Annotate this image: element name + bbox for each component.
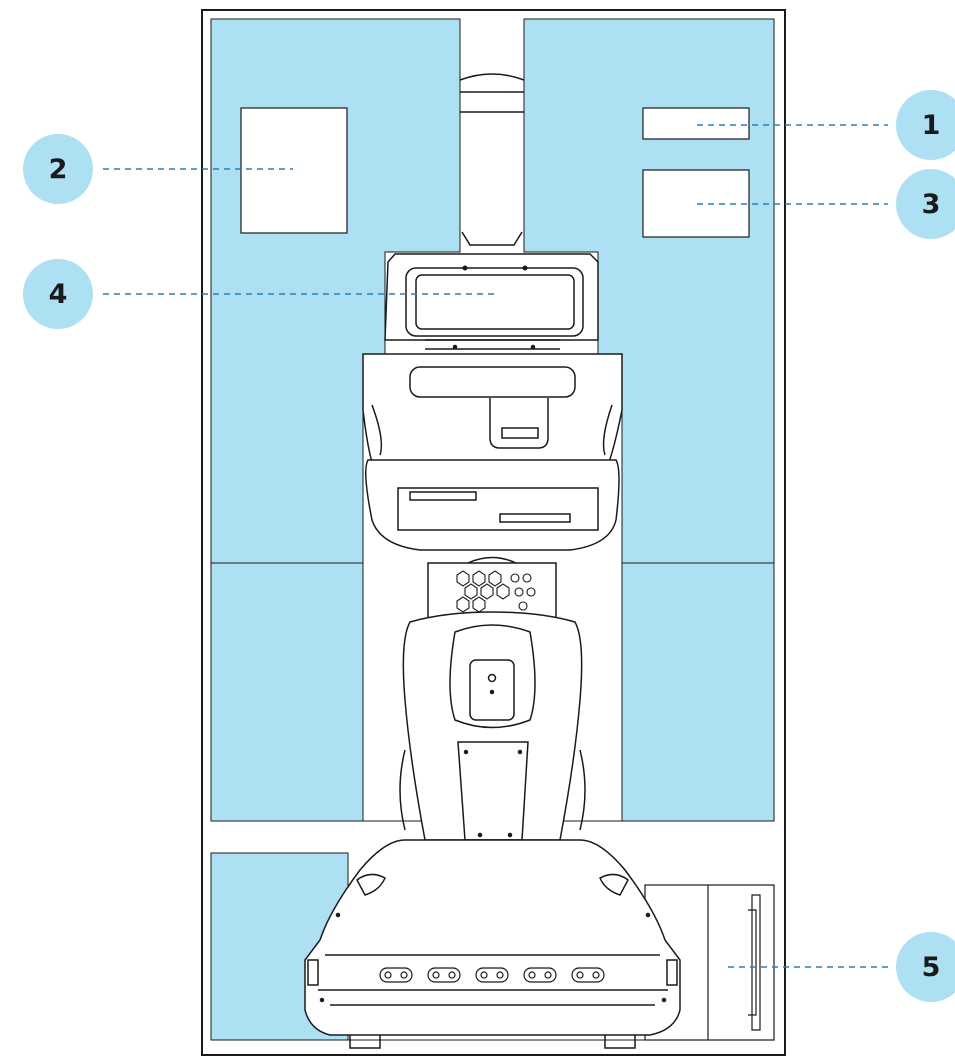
foam-mid-left [210,562,364,822]
callout-3: 3 [896,169,955,239]
callout-1: 1 [896,90,955,160]
foam-mid-right [621,562,775,822]
callout-5: 5 [896,932,955,1002]
callout-label: 3 [921,188,941,220]
compartment-2 [240,107,348,234]
callout-label: 2 [48,153,68,185]
robot-drawing [304,73,681,1049]
callout-label: 1 [921,109,941,141]
callout-label: 5 [921,951,941,983]
callout-label: 4 [48,278,68,310]
callout-2: 2 [23,134,93,204]
callout-4: 4 [23,259,93,329]
compartment-1 [642,107,750,140]
leader-lines [103,124,888,968]
